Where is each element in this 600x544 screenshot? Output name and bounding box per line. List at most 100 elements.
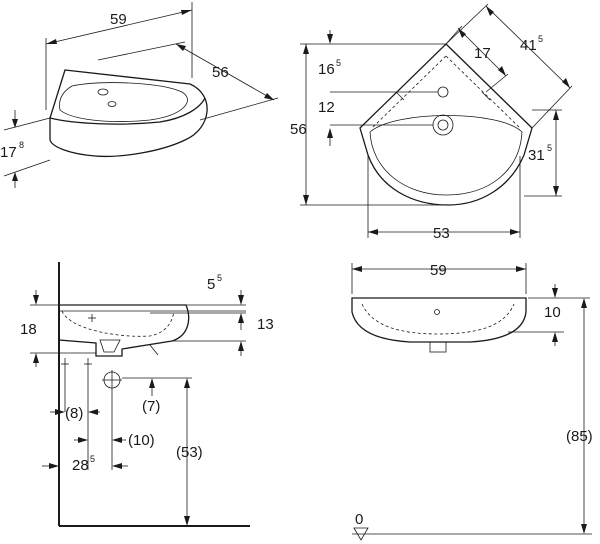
arrow-head — [303, 195, 309, 205]
arrow-head — [553, 186, 559, 196]
extension-line — [3, 159, 51, 177]
arrow-head — [303, 44, 309, 54]
dim-plan-bowl-depth-sup: 5 — [547, 143, 552, 153]
dim-plan-tap-offset-sup: 5 — [336, 58, 341, 68]
arrow-head — [581, 524, 587, 534]
arrow-head — [553, 110, 559, 120]
dim-plan-bowl-depth: 31 — [528, 147, 545, 164]
arrow-head — [562, 78, 570, 88]
dim-top-left-height: 17 — [0, 144, 17, 161]
extension-line — [445, 3, 489, 45]
arrow-head — [327, 34, 333, 44]
side-view: 18 5 5 13 (7) (53) — [20, 262, 274, 527]
arrow-head — [49, 463, 59, 469]
front-basin-outline — [351, 297, 527, 343]
floor-level-triangle — [353, 527, 369, 541]
extension-line — [199, 97, 279, 121]
dim-plan-diag: 41 — [520, 37, 537, 54]
plan-drain-outer — [432, 114, 454, 136]
dim-side-rim: 5 — [207, 276, 215, 293]
arrow-head — [12, 172, 18, 181]
dim-plan-side: 17 — [474, 45, 491, 62]
floor-level-label: 0 — [355, 511, 363, 528]
arrow-head — [238, 295, 244, 305]
side-bowl-hidden — [61, 310, 175, 337]
arrow-head — [33, 353, 39, 363]
front-bowl-hidden — [361, 303, 515, 335]
arrow-head — [184, 378, 190, 388]
plan-mark — [481, 91, 491, 101]
dim-front-height-10: 10 — [544, 304, 561, 321]
arrow-head — [46, 39, 57, 44]
dim-plan-diag-sup: 5 — [538, 34, 543, 44]
arrow-head — [176, 44, 186, 51]
dimension-line — [457, 27, 507, 77]
dim-side-offset-10: (10) — [128, 432, 155, 449]
arrow-head — [498, 66, 506, 76]
dimension-line — [485, 5, 571, 89]
arrow-head — [486, 6, 494, 16]
front-overflow — [434, 309, 440, 315]
dim-side-rim-sup: 5 — [217, 273, 222, 283]
extension-line — [485, 73, 509, 93]
arrow-head — [33, 295, 39, 305]
perspective-view: 59 56 17 8 — [0, 2, 279, 188]
dim-side-depth: 28 — [72, 457, 89, 474]
plan-bowl — [369, 115, 523, 196]
dim-top-left-depth: 56 — [212, 64, 229, 81]
extension-line — [531, 85, 573, 129]
arrow-head — [327, 128, 333, 138]
perspective-overflow — [107, 101, 117, 107]
arrow-head — [238, 313, 244, 323]
dim-top-left-height-sup: 8 — [19, 140, 24, 150]
arrow-head — [181, 10, 192, 15]
dim-plan-tap-offset: 16 — [318, 61, 335, 78]
arrow-head — [88, 409, 98, 415]
plan-view: 56 16 5 12 17 41 5 31 5 — [290, 3, 573, 242]
dim-side-offset-7: (7) — [142, 398, 160, 415]
extension-line — [3, 117, 51, 131]
plan-outline — [359, 43, 533, 206]
arrow-head — [552, 332, 558, 342]
arrow-head — [184, 516, 190, 526]
dim-side-depth-sup: 5 — [90, 454, 95, 464]
arrow-head — [112, 463, 122, 469]
arrow-head — [368, 229, 378, 235]
dim-side-basin: 13 — [257, 316, 274, 333]
side-drain — [99, 339, 121, 353]
dim-plan-bowl-width: 53 — [433, 225, 450, 242]
dim-side-height-53: (53) — [176, 444, 203, 461]
plan-tap-hole — [437, 86, 449, 98]
side-detail — [149, 344, 159, 356]
dim-plan-depth: 56 — [290, 121, 307, 138]
side-basin-outline — [58, 304, 190, 357]
arrow-head — [238, 341, 244, 351]
perspective-bowl — [59, 82, 188, 122]
plan-drain-inner — [437, 119, 449, 131]
arrow-head — [12, 119, 18, 128]
arrow-head — [581, 298, 587, 308]
dim-top-left-width: 59 — [110, 11, 127, 28]
dim-side-offset-8: (8) — [65, 405, 83, 422]
arrow-head — [352, 266, 362, 272]
arrow-head — [552, 288, 558, 298]
arrow-head — [510, 229, 520, 235]
arrow-head — [112, 437, 122, 443]
dim-front-height-85: (85) — [566, 428, 593, 445]
dim-side-height: 18 — [20, 321, 37, 338]
perspective-basin-rim — [49, 97, 206, 125]
plan-mark — [395, 91, 405, 101]
perspective-basin-outline — [49, 69, 208, 158]
arrow-head — [55, 409, 65, 415]
dimension-line — [45, 9, 193, 45]
arrow-head — [516, 266, 526, 272]
dimension-line — [175, 43, 275, 101]
dim-plan-tap-to-hole: 12 — [318, 99, 335, 116]
front-view: 59 10 (85) 0 — [351, 262, 593, 541]
arrow-head — [149, 378, 155, 388]
front-drain — [429, 341, 447, 353]
arrow-head — [78, 437, 88, 443]
perspective-tap-hole — [97, 88, 109, 96]
